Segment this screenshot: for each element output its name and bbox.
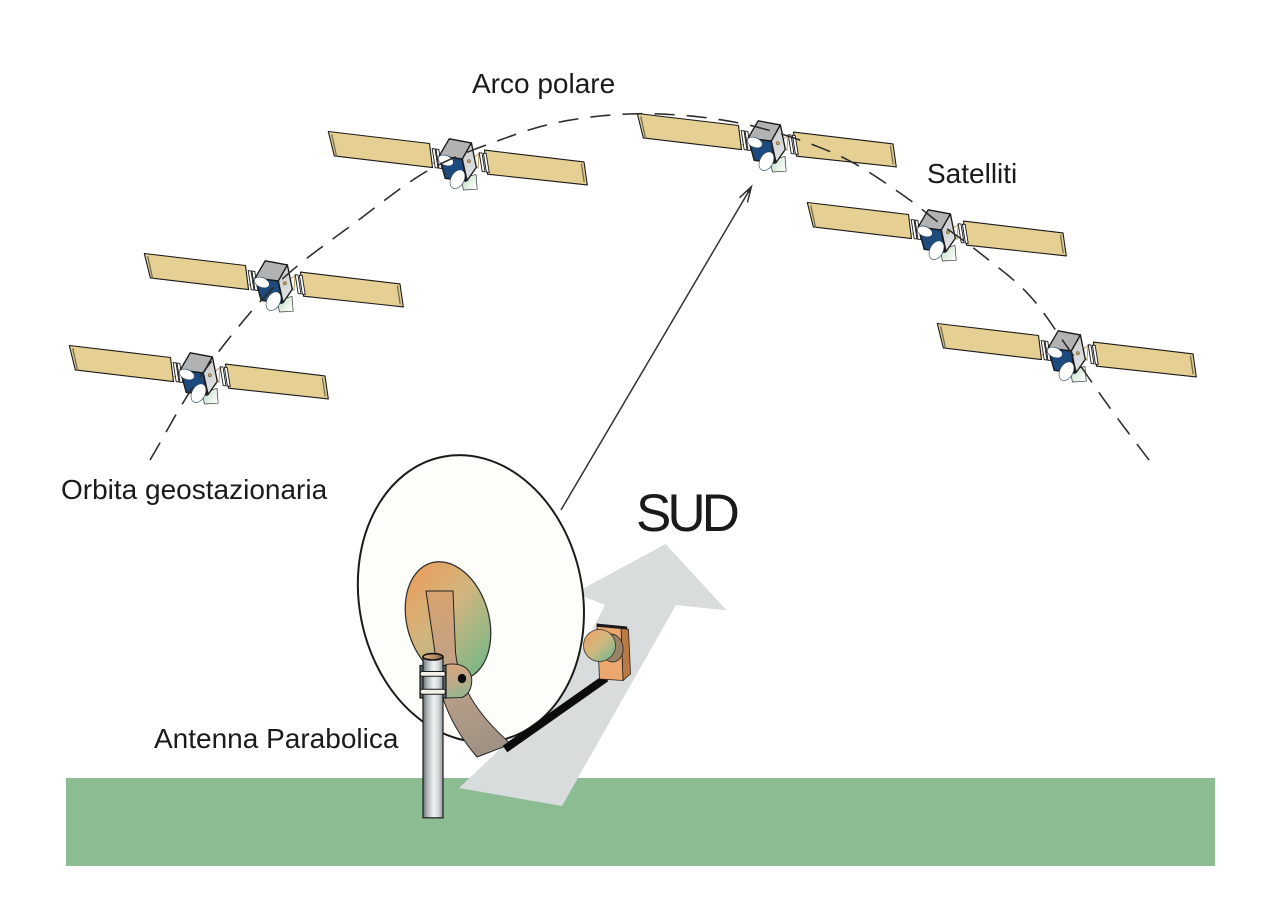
svg-text:SUD: SUD (636, 484, 738, 543)
svg-text:Antenna Parabolica: Antenna Parabolica (154, 723, 399, 754)
svg-text:Arco polare: Arco polare (472, 68, 615, 99)
svg-text:Satelliti: Satelliti (927, 158, 1017, 189)
svg-text:Orbita geostazionaria: Orbita geostazionaria (61, 474, 328, 505)
